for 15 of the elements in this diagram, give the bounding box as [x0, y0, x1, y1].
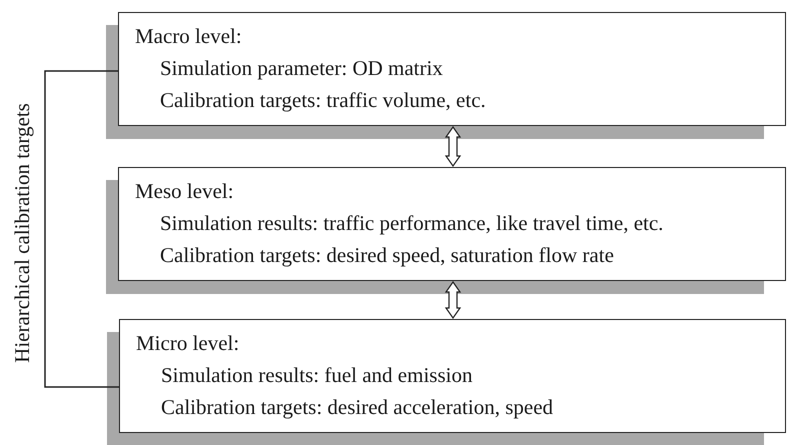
level-box — [118, 167, 786, 281]
level-detail: Calibration targets: desired acceleration, speed — [161, 394, 554, 421]
level-detail: Calibration targets: desired speed, saturation flow rate — [160, 242, 614, 269]
level-heading: Macro level: — [135, 23, 242, 50]
level-heading: Meso level: — [135, 178, 234, 205]
level-detail: Simulation results: traffic performance, like travel time, etc. — [160, 210, 664, 237]
double-arrow — [444, 280, 462, 320]
vertical-label: Hierarchical calibration targets — [9, 102, 35, 365]
level-detail: Calibration targets: traffic volume, etc. — [160, 87, 486, 114]
level-box — [119, 319, 786, 433]
level-detail: Simulation results: fuel and emission — [161, 362, 472, 389]
level-detail: Simulation parameter: OD matrix — [160, 55, 443, 82]
level-box — [118, 12, 786, 126]
level-heading: Micro level: — [136, 330, 240, 357]
double-arrow — [444, 126, 462, 168]
